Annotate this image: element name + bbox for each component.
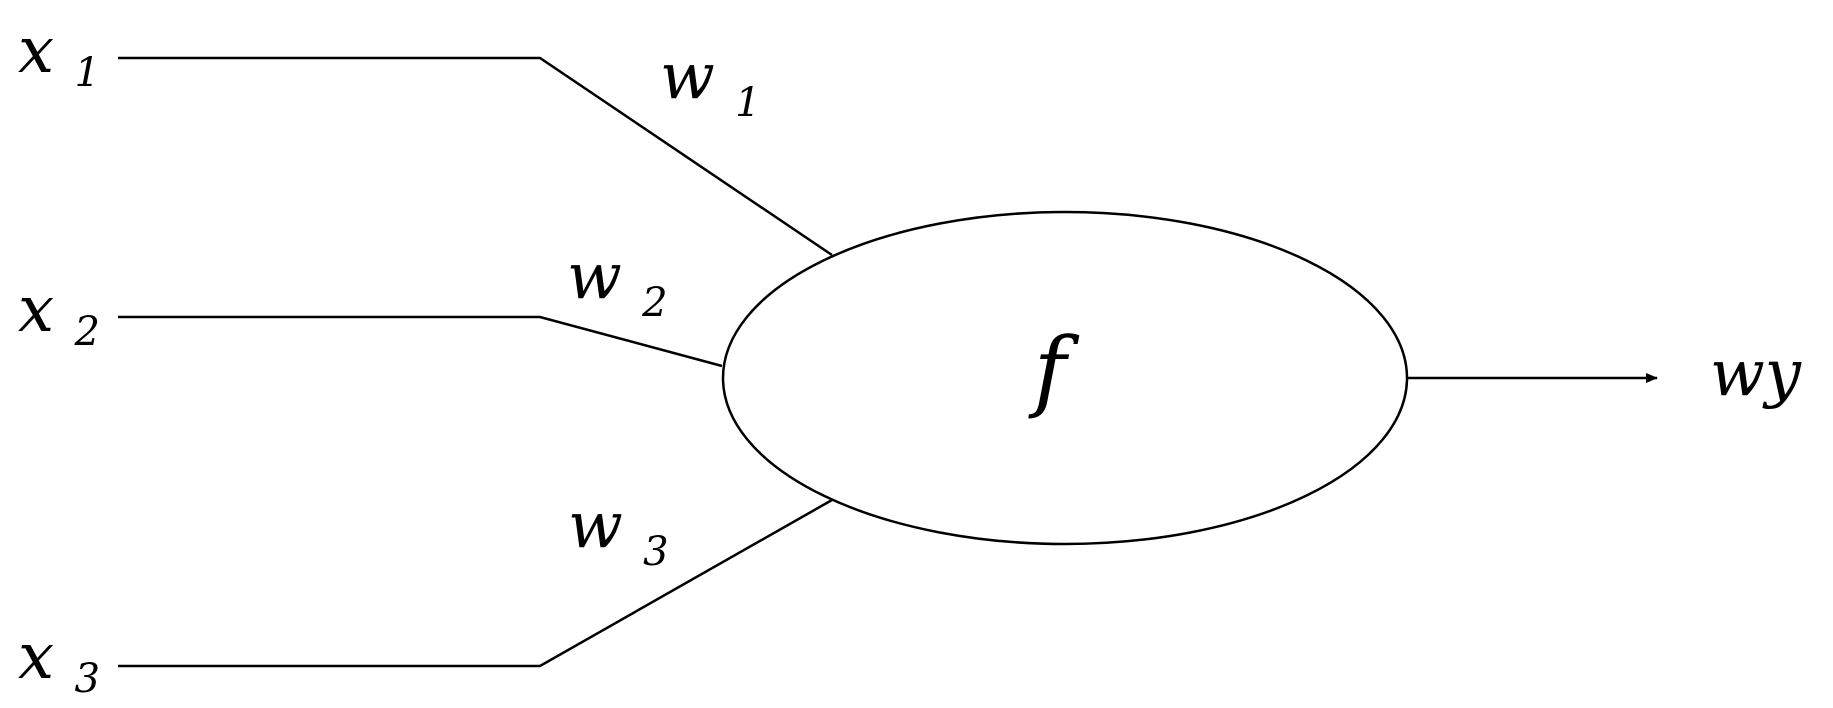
weight-label-1: w 1 [660, 40, 761, 126]
weight-label-2-base: w [567, 240, 622, 314]
input-wire-1 [118, 56, 833, 257]
weight-label-3-base: w [568, 489, 623, 563]
weight-label-2: w 2 [567, 240, 668, 326]
output-label: wy [1710, 337, 1802, 411]
input-label-1-subscript: 1 [74, 50, 99, 96]
input-label-3-subscript: 3 [74, 656, 99, 702]
weight-label-3: w 3 [568, 489, 669, 575]
weight-label-3-subscript: 3 [643, 529, 668, 575]
weight-label-2-subscript: 2 [641, 280, 667, 326]
input-wire-2 [118, 315, 723, 368]
weight-label-1-base: w [660, 40, 715, 114]
neuron-node [721, 210, 1409, 546]
input-label-1-base: x [18, 14, 54, 88]
input-wire-3 [118, 498, 833, 668]
input-label-2: x 2 [18, 273, 100, 355]
input-label-2-subscript: 2 [73, 309, 99, 355]
input-label-3: x 3 [18, 620, 100, 702]
input-label-2-base: x [18, 273, 54, 347]
input-label-3-base: x [18, 620, 54, 694]
weight-label-1-subscript: 1 [735, 80, 760, 126]
input-label-1: x 1 [18, 14, 100, 96]
